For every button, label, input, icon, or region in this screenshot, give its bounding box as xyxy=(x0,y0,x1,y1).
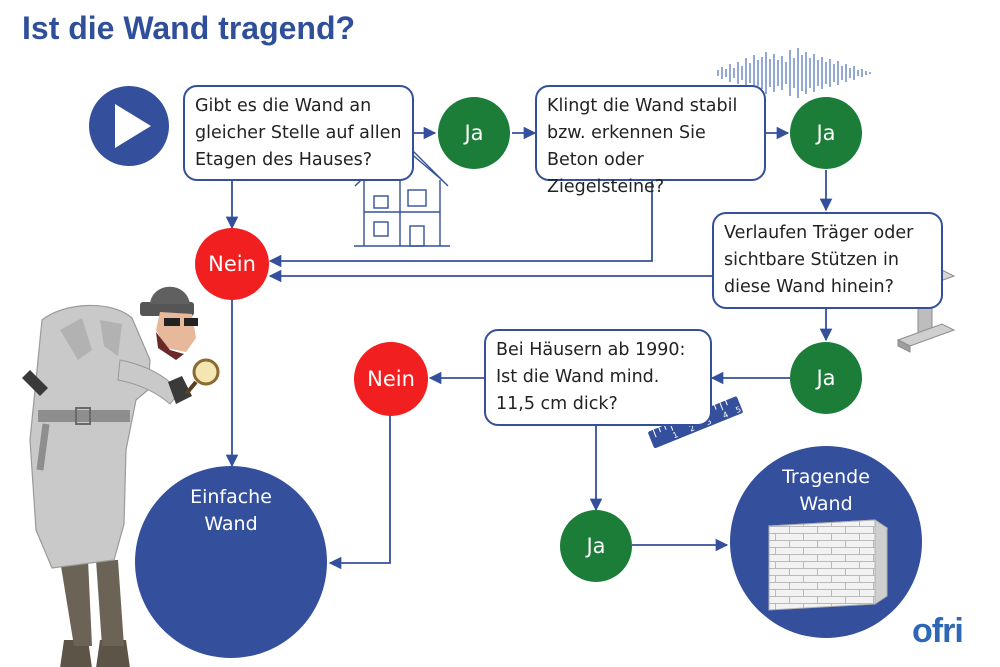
answer-ja-4: Ja xyxy=(560,510,632,582)
question-text: Gibt es die Wand an gleicher Stelle auf … xyxy=(195,96,402,170)
result-simple-wall: Einfache Wand xyxy=(135,466,327,658)
question-text: Verlaufen Träger oder sichtbare Stützen … xyxy=(724,223,914,297)
ofri-logo: ofri xyxy=(912,612,964,650)
question-wall-thickness: Bei Häusern ab 1990: Ist die Wand mind. … xyxy=(484,329,712,426)
question-text: Bei Häusern ab 1990: Ist die Wand mind. … xyxy=(496,340,686,414)
ruler-tick-1: 1 xyxy=(671,430,679,440)
question-same-position-all-floors: Gibt es die Wand an gleicher Stelle auf … xyxy=(183,85,414,181)
ruler-tick-4: 4 xyxy=(721,410,729,420)
answer-label: Ja xyxy=(816,366,836,390)
result-simple-line2: Wand xyxy=(204,513,258,535)
connector-q2-nein1 xyxy=(268,181,653,268)
connectors xyxy=(225,126,833,570)
connector-nein2-simple xyxy=(328,415,391,570)
question-beams-columns: Verlaufen Träger oder sichtbare Stützen … xyxy=(712,212,943,309)
result-simple-line1: Einfache xyxy=(190,486,272,508)
ruler-tick-2: 2 xyxy=(688,423,696,433)
answer-label: Ja xyxy=(816,121,836,145)
result-loadbearing-line1: Tragende xyxy=(782,466,870,488)
question-text: Klingt die Wand stabil bzw. erkennen Sie… xyxy=(547,96,738,197)
sound-wave-icon xyxy=(717,48,871,98)
play-icon xyxy=(89,86,169,166)
detective-illustration xyxy=(22,286,220,667)
result-loadbearing-line2: Wand xyxy=(799,493,853,515)
answer-label: Nein xyxy=(208,252,256,276)
page-title: Ist die Wand tragend? xyxy=(22,10,356,46)
answer-label: Ja xyxy=(586,534,606,558)
brick-wall-icon xyxy=(767,519,889,611)
answer-label: Nein xyxy=(367,367,415,391)
question-sound-stable: Klingt die Wand stabil bzw. erkennen Sie… xyxy=(535,85,766,197)
answer-nein-2: Nein xyxy=(354,342,428,416)
answer-ja-2: Ja xyxy=(790,97,862,169)
ruler-tick-3: 3 xyxy=(705,417,713,427)
answer-nein-1: Nein xyxy=(195,228,269,300)
answer-ja-3: Ja xyxy=(790,342,862,414)
ruler-tick-5: 5 xyxy=(734,405,742,415)
answer-ja-1: Ja xyxy=(438,97,510,169)
answer-label: Ja xyxy=(464,121,484,145)
